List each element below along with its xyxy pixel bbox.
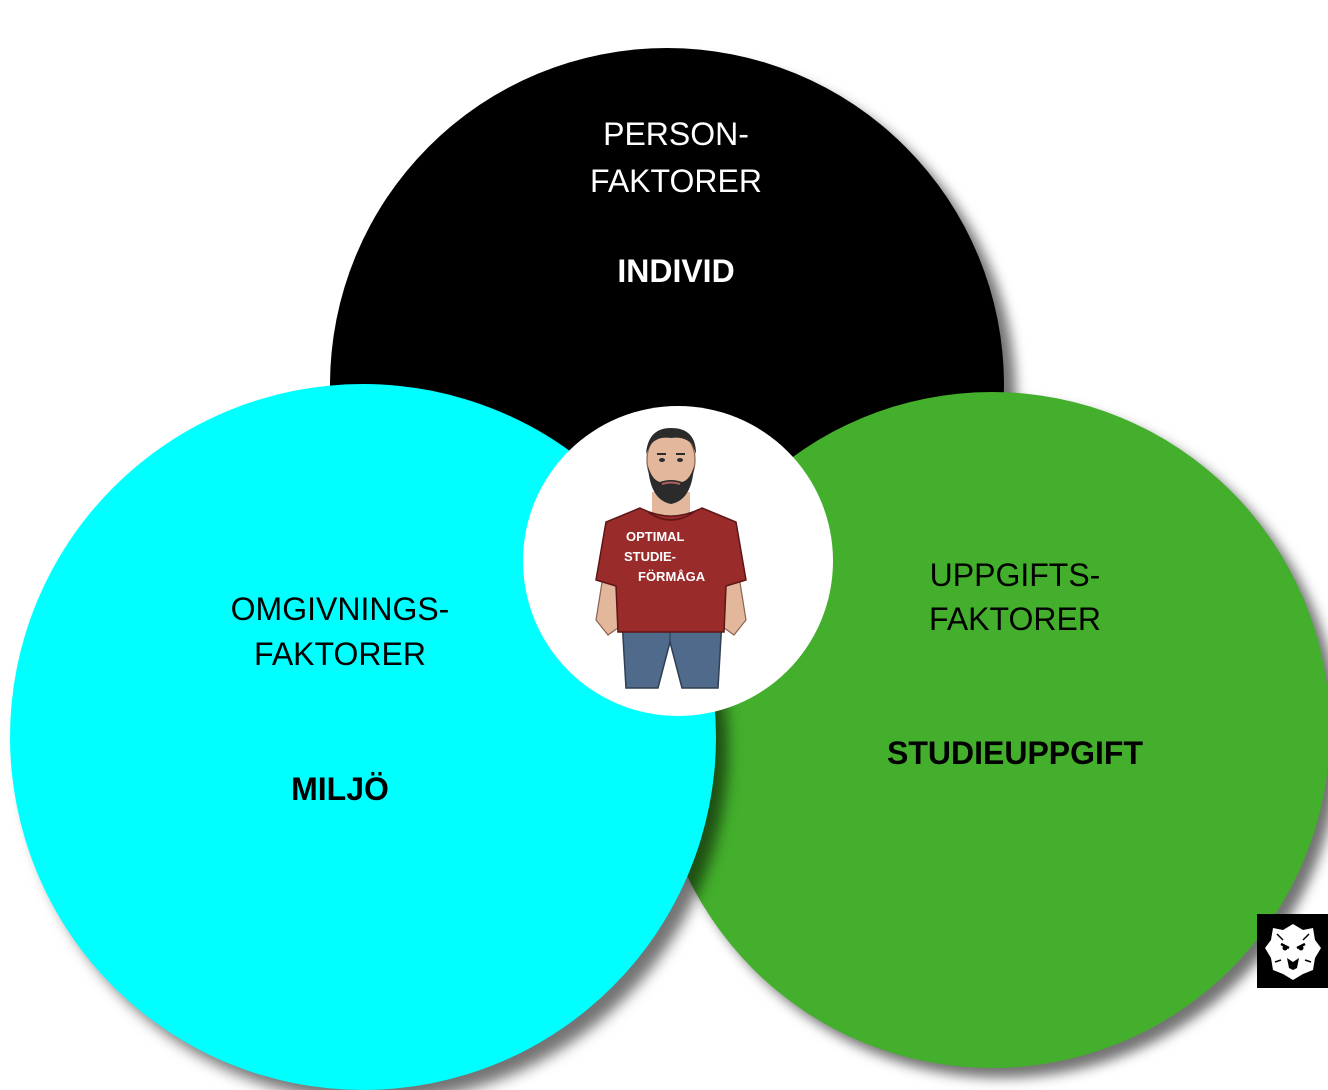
task-factors-line2: FAKTORER: [929, 601, 1101, 637]
task-factors-line1: UPPGIFTS-: [929, 557, 1101, 593]
person-illustration: [595, 428, 747, 689]
environment-factors-line1: OMGIVNINGS-: [230, 591, 450, 627]
shirt-text-line3: FÖRMÅGA: [638, 569, 706, 584]
lion-head-icon: [1257, 914, 1328, 988]
person-factors-keyword: INDIVID: [617, 253, 735, 289]
person-factors-line1: PERSON-: [603, 116, 749, 152]
shirt-text-line2: STUDIE-: [624, 549, 676, 564]
task-factors-keyword: STUDIEUPPGIFT: [886, 735, 1143, 771]
shirt-text-line1: OPTIMAL: [626, 529, 685, 544]
environment-factors-keyword: MILJÖ: [291, 771, 389, 807]
environment-factors-line2: FAKTORER: [254, 636, 426, 672]
person-factors-line2: FAKTORER: [590, 163, 762, 199]
